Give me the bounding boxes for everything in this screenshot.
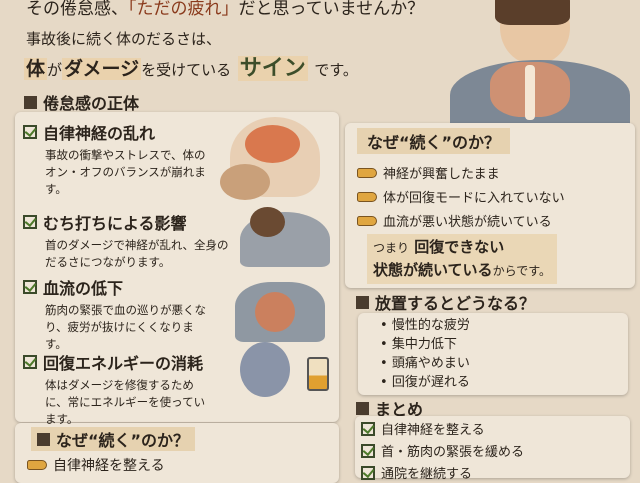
summary-item-text: 自律神経を整える bbox=[381, 423, 485, 438]
lead-text: 体がダメージを受けている サイン です。 bbox=[24, 50, 358, 82]
summary-item: 自律神経を整える bbox=[361, 419, 624, 438]
checkbox-icon bbox=[361, 421, 375, 436]
why-bottom-item-text: 自律神経を整える bbox=[53, 458, 165, 474]
causes-card: 自律神経の乱れ 事故の衝撃やストレスで、体のオン・オフのバランスが崩れます。 む… bbox=[15, 112, 339, 426]
pointing-hand-icon bbox=[357, 215, 377, 226]
pointing-hand-icon bbox=[27, 460, 47, 470]
neglect-title: 放置するとどうなる？ bbox=[375, 294, 536, 313]
why-conclusion: つまり 回復できない 状態が続いているからです。 bbox=[367, 234, 558, 284]
intro-text: 事故後に続く体のだるさは、 bbox=[26, 30, 222, 48]
cause-body: 首のダメージで神経が乱れ、全身のだるさにつながります。 bbox=[45, 238, 229, 269]
low-battery-icon bbox=[307, 357, 329, 391]
neglect-heading: 放置するとどうなる？ bbox=[356, 290, 535, 314]
checkbox-icon bbox=[23, 280, 37, 294]
neglect-item: • 回復が遅れる bbox=[380, 375, 470, 390]
neglect-list: • 慢性的な疲労 • 集中力低下 • 頭痛やめまい • 回復が遅れる bbox=[358, 313, 628, 395]
neglect-item-text: 頭痛やめまい bbox=[391, 356, 470, 371]
lead-1: 体 bbox=[24, 58, 48, 80]
cause-title: むち打ちによる影響 bbox=[43, 214, 187, 233]
checkbox-icon bbox=[23, 215, 37, 229]
lead-5: サイン bbox=[237, 56, 308, 81]
neglect-item-text: 回復が遅れる bbox=[391, 375, 470, 390]
checkbox-icon bbox=[23, 355, 37, 369]
why-title: なぜ“続く”のか？ bbox=[357, 128, 511, 154]
summary-list: 自律神経を整える 首・筋肉の緊張を緩める 通院を継続する bbox=[355, 416, 630, 482]
lead-3: ダメージ bbox=[62, 58, 142, 80]
pointing-hand-icon bbox=[357, 167, 377, 178]
why-bottom-heading: なぜ“続く”のか？ bbox=[31, 427, 196, 451]
tired-person-illustration bbox=[220, 164, 270, 200]
summary-heading: まとめ bbox=[356, 396, 423, 420]
checkbox-icon bbox=[361, 465, 375, 480]
cause-body: 体はダメージを修復するために、常にエネルギーを使っています。 bbox=[45, 378, 206, 426]
why-bottom-item: 自律神経を整える bbox=[27, 455, 165, 475]
checkbox-icon bbox=[361, 443, 375, 458]
lead-4: を受けている bbox=[141, 61, 232, 79]
why-item-text: 体が回復モードに入れていない bbox=[383, 191, 565, 206]
square-bullet-icon bbox=[37, 432, 50, 446]
summary-item-text: 通院を継続する bbox=[381, 467, 473, 482]
cause-body: 事故の衝撃やストレスで、体のオン・オフのバランスが崩れます。 bbox=[45, 148, 206, 196]
causes-title: 倦怠感の正体 bbox=[43, 94, 140, 113]
why-bottom-title: なぜ“続く”のか？ bbox=[56, 431, 190, 450]
question-highlight: 「ただの疲れ」 bbox=[128, 0, 239, 19]
summary-item: 首・筋肉の緊張を緩める bbox=[361, 441, 624, 460]
why-list: 神経が興奮したまま 体が回復モードに入れていない 血流が悪い状態が続いている bbox=[357, 163, 565, 230]
neglect-item-text: 集中力低下 bbox=[391, 337, 457, 352]
cause-item: 回復エネルギーの消耗 体はダメージを修復するために、常にエネルギーを使っています… bbox=[23, 350, 215, 428]
summary-item-text: 首・筋肉の緊張を緩める bbox=[381, 445, 525, 460]
conclusion-part: 状態が続いている bbox=[373, 261, 493, 279]
cause-title: 自律神経の乱れ bbox=[43, 124, 156, 143]
square-bullet-icon bbox=[356, 295, 369, 309]
conclusion-part: からです。 bbox=[492, 264, 552, 278]
why-item-text: 血流が悪い状態が続いている bbox=[383, 215, 552, 230]
conclusion-part: つまり bbox=[373, 241, 410, 255]
summary-item: 通院を継続する bbox=[361, 463, 624, 482]
why-card: なぜ“続く”のか？ 神経が興奮したまま 体が回復モードに入れていない 血流が悪い… bbox=[345, 123, 635, 288]
cause-title: 血流の低下 bbox=[43, 279, 124, 298]
neglect-item: • 集中力低下 bbox=[380, 337, 457, 352]
conclusion-part: 回復できない bbox=[414, 238, 505, 256]
header-question: その倦怠感、「ただの疲れ」だと思っていませんか？ bbox=[26, 0, 424, 19]
square-bullet-icon bbox=[24, 95, 37, 109]
back-pain-illustration bbox=[235, 282, 325, 342]
question-suffix: だと思っていませんか？ bbox=[238, 0, 425, 19]
why-bottom-card: なぜ“続く”のか？ 自律神経を整える bbox=[15, 423, 339, 483]
man-illustration bbox=[440, 0, 640, 130]
question-prefix: その倦怠感、 bbox=[26, 0, 128, 19]
pointing-hand-icon bbox=[357, 191, 377, 202]
exhausted-character-illustration bbox=[240, 342, 290, 397]
square-bullet-icon bbox=[356, 401, 369, 415]
why-item: 血流が悪い状態が続いている bbox=[357, 211, 565, 230]
why-item: 体が回復モードに入れていない bbox=[357, 187, 565, 206]
cause-item: 自律神経の乱れ 事故の衝撃やストレスで、体のオン・オフのバランスが崩れます。 bbox=[23, 120, 215, 198]
why-item: 神経が興奮したまま bbox=[357, 163, 565, 182]
lead-6: です。 bbox=[314, 61, 358, 79]
causes-heading: 倦怠感の正体 bbox=[24, 90, 139, 114]
neglect-item: • 慢性的な疲労 bbox=[380, 318, 470, 333]
whiplash-illustration bbox=[240, 207, 330, 267]
summary-title: まとめ bbox=[375, 400, 424, 419]
cause-body: 筋肉の緊張で血の巡りが悪くなり、疲労が抜けにくくなります。 bbox=[45, 303, 206, 351]
checkbox-icon bbox=[23, 125, 37, 139]
lead-2: が bbox=[47, 61, 63, 79]
cause-title: 回復エネルギーの消耗 bbox=[43, 354, 204, 373]
cause-item: 血流の低下 筋肉の緊張で血の巡りが悪くなり、疲労が抜けにくくなります。 bbox=[23, 275, 215, 353]
neglect-item-text: 慢性的な疲労 bbox=[391, 318, 470, 333]
why-item-text: 神経が興奮したまま bbox=[383, 167, 500, 182]
cause-item: むち打ちによる影響 首のダメージで神経が乱れ、全身のだるさにつながります。 bbox=[23, 210, 235, 271]
neglect-item: • 頭痛やめまい bbox=[380, 356, 470, 371]
